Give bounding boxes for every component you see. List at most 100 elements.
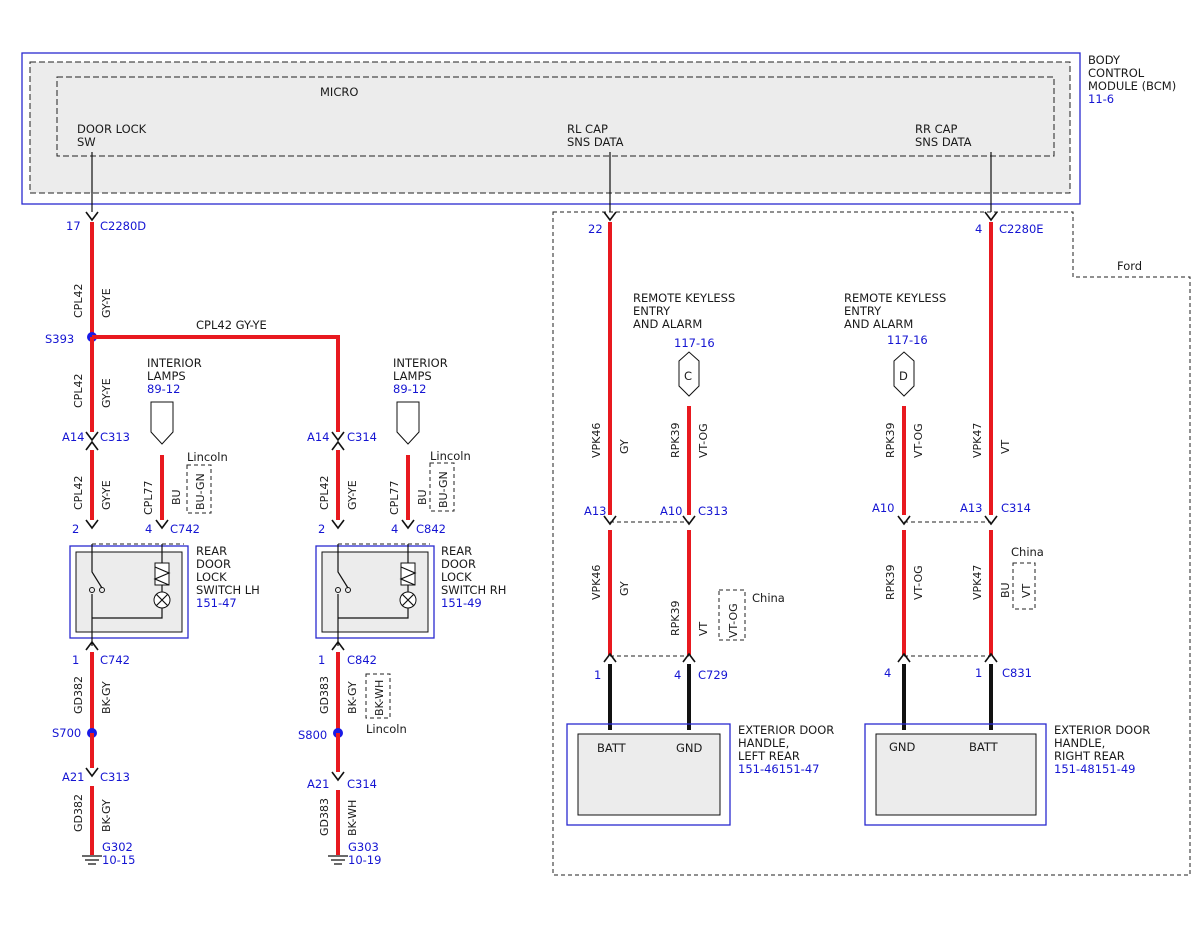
c2280e-rr-pin: 4 <box>975 222 982 236</box>
c831-name: C831 <box>1002 666 1032 680</box>
handle-right-body <box>875 733 1037 816</box>
c2280e-rr-mark <box>984 211 998 222</box>
c842-top-name: C842 <box>416 522 446 536</box>
wire-label-cpl77-rh: CPL77 <box>388 481 401 515</box>
lincoln-label-lh: Lincoln <box>187 450 228 464</box>
handle-right-pin-gnd: GND <box>889 740 916 754</box>
wire-color-bk-wh-option: BK-WH <box>373 680 386 716</box>
c729-pin-b: 4 <box>674 668 681 682</box>
wire-label-vpk46-2: VPK46 <box>590 565 603 600</box>
ford-region-label: Ford <box>1117 259 1142 273</box>
ground-g302-name: G302 <box>102 840 133 854</box>
ground-g302-ref: 10-15 <box>102 853 135 867</box>
wire-color-bk-gy-2: BK-GY <box>100 799 113 832</box>
handle-right-pin-batt: BATT <box>969 740 999 754</box>
wire-color-vt-1: VT <box>999 439 1012 454</box>
wire-label-gd383-1: GD383 <box>318 676 331 714</box>
bcm-ref: 11-6 <box>1088 92 1114 106</box>
wire-color-vt-og-1: VT-OG <box>697 423 710 458</box>
handle-right-label-3: RIGHT REAR <box>1054 749 1125 763</box>
bcm-module: MICRO DOOR LOCK SW RL CAP SNS DATA RR CA… <box>21 52 1176 205</box>
rke-c-label-3: AND ALARM <box>633 317 702 331</box>
lincoln-option-box-gnd <box>365 673 391 719</box>
c313-rl-name: C313 <box>698 504 728 518</box>
ford-region-outline <box>552 211 1191 876</box>
switch-lh-label-4: SWITCH LH <box>196 583 260 597</box>
wire-color-gy-2: GY <box>618 581 631 596</box>
wire-label-cpl77-lh: CPL77 <box>142 481 155 515</box>
wire-label-cpl42-3: CPL42 <box>72 476 85 510</box>
bcm-micro-box <box>56 76 1055 157</box>
wire-color-bu-gn-lh: BU-GN <box>194 473 207 510</box>
bcm-label-1: BODY <box>1088 53 1121 67</box>
c314-gnd-name: C314 <box>347 777 377 791</box>
rke-tag-c-letter: C <box>684 369 692 383</box>
wire-color-gy-ye-1: GY-YE <box>100 288 113 318</box>
ground-g303-name: G303 <box>348 840 379 854</box>
switch-rh-label-1: REAR <box>441 544 472 558</box>
handle-left-label-3: LEFT REAR <box>738 749 800 763</box>
c842-bot-pin: 1 <box>318 653 325 667</box>
pin-label-door-lock-1: DOOR LOCK <box>77 122 147 136</box>
pin-label-rr-cap-2: SNS DATA <box>915 135 972 149</box>
wire-label-cpl42-2: CPL42 <box>72 374 85 408</box>
wire-label-rpk39-2: RPK39 <box>669 601 682 637</box>
c729-pin-a: 1 <box>594 668 601 682</box>
switch-lh-terminal <box>99 587 105 593</box>
c831-pin-a: 4 <box>884 666 891 680</box>
pin-label-door-lock-2: SW <box>77 135 96 149</box>
bcm-label-3: MODULE (BCM) <box>1088 79 1176 93</box>
interior-lamps-lh-label-1: INTERIOR <box>147 356 202 370</box>
wire-cpl42-horizontal <box>92 335 340 432</box>
rke-c-label-2: ENTRY <box>633 304 671 318</box>
c842-bot-name: C842 <box>347 653 377 667</box>
rke-d-label-3: AND ALARM <box>844 317 913 331</box>
c314-gnd-pin: A21 <box>307 777 330 791</box>
switch-lh-coil-lines <box>153 566 171 586</box>
wire-label-cpl42-1: CPL42 <box>72 284 85 318</box>
splice-s800-label: S800 <box>298 728 327 742</box>
wire-color-bu-rh: BU <box>416 489 429 505</box>
switch-lh-label-3: LOCK <box>196 570 227 584</box>
wire-color-bu-right: BU <box>999 582 1012 598</box>
china-option-box-right <box>1012 562 1036 610</box>
splice-s700-label: S700 <box>52 726 81 740</box>
c842-mark-pin2 <box>331 519 345 530</box>
switch-lh-lamp-cross <box>155 593 169 607</box>
interior-lamps-rh-label-1: INTERIOR <box>393 356 448 370</box>
bcm-outline <box>21 52 1081 205</box>
micro-label: MICRO <box>320 85 358 99</box>
wire-label-gd382-2: GD382 <box>72 794 85 832</box>
c831-mark-a <box>897 652 911 663</box>
ground-g303-symbol <box>328 855 348 865</box>
rke-tag-d-letter: D <box>899 369 908 383</box>
c842-pin4: 4 <box>391 522 398 536</box>
pin-label-rl-cap-2: SNS DATA <box>567 135 624 149</box>
wire-label-horizontal: CPL42 GY-YE <box>196 318 267 332</box>
wire-label-vpk47-2: VPK47 <box>971 565 984 600</box>
c2280d-name: C2280D <box>100 219 146 233</box>
switch-lh-pivot <box>89 587 95 593</box>
c314-rr-pin-b: A13 <box>960 501 983 515</box>
switch-rh-coil-lines <box>399 566 417 586</box>
c313-gnd-pin: A21 <box>62 770 85 784</box>
rke-d-label-2: ENTRY <box>844 304 882 318</box>
c314-connector-mark-bot <box>331 440 345 451</box>
c742-mark-pin4 <box>155 519 169 530</box>
switch-rh-outline <box>315 545 435 639</box>
c842-bot-mark <box>331 640 345 651</box>
rke-tag-c <box>678 351 700 397</box>
pin-label-rl-cap-1: RL CAP <box>567 122 608 136</box>
wire-color-vt-og-3: VT-OG <box>912 565 925 600</box>
wire-color-vt-og-2: VT-OG <box>912 423 925 458</box>
lincoln-label-gnd: Lincoln <box>366 722 407 736</box>
switch-lh-outline <box>69 545 189 639</box>
c314-rr-name: C314 <box>1001 501 1031 515</box>
wire-color-bk-gy-rh: BK-GY <box>346 681 359 714</box>
c2280e-rl-mark <box>603 211 617 222</box>
c313-rl-mark-b <box>682 515 696 526</box>
c729-name: C729 <box>698 668 728 682</box>
c313-rl-pin-b: A10 <box>660 504 683 518</box>
interior-lamps-lh-label-2: LAMPS <box>147 369 186 383</box>
